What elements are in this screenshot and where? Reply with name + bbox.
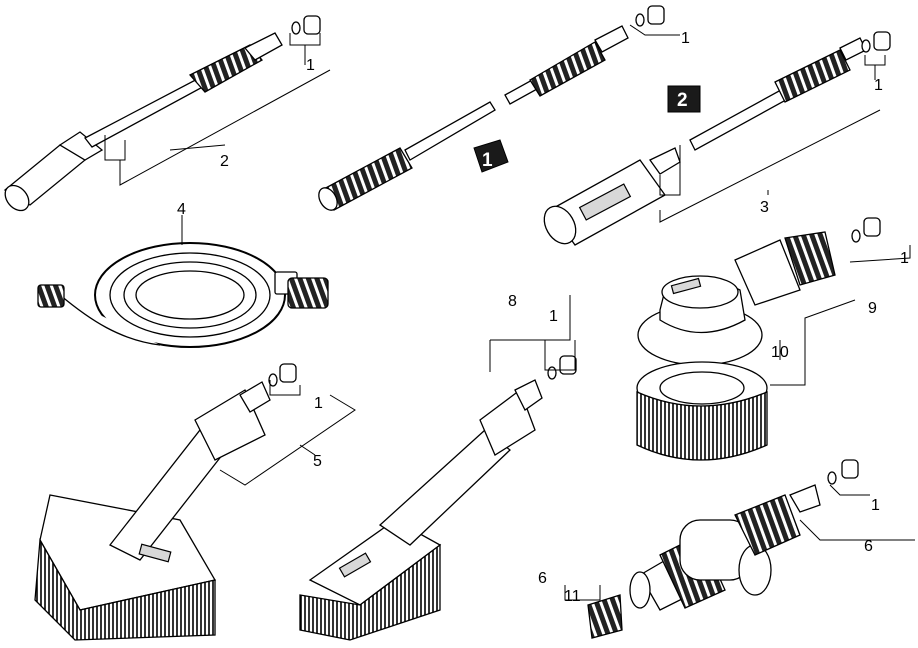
leader-lines — [104, 24, 915, 601]
label-11: 11 — [564, 588, 581, 605]
label-1c: 1 — [874, 77, 883, 94]
coupling-nut-part-1e — [547, 355, 577, 380]
label-9: 9 — [868, 300, 877, 317]
hose-coil — [37, 242, 329, 348]
label-2: 2 — [220, 153, 229, 170]
rotor-nozzle-lance — [3, 32, 283, 212]
step-badge-1-label: 1 — [482, 150, 493, 171]
foam-nozzle — [629, 484, 821, 611]
step-badge-2-label: 2 — [677, 90, 688, 111]
spray-lance-with-grip — [318, 25, 629, 211]
label-1e: 1 — [549, 308, 558, 325]
label-1a: 1 — [306, 57, 315, 74]
coupling-nut-part-1g — [827, 459, 859, 485]
label-6a: 6 — [538, 570, 547, 587]
spring-part-11 — [587, 594, 623, 639]
label-6b: 6 — [864, 538, 873, 555]
label-1d: 1 — [314, 395, 323, 412]
label-1g: 1 — [871, 497, 880, 514]
coupling-nut-part-1f — [851, 217, 881, 243]
step-badge-2: 2 — [667, 85, 701, 113]
step-badge-1: 1 — [473, 139, 509, 173]
rotating-brush — [636, 231, 836, 461]
coupling-nut-part-1b — [635, 5, 665, 27]
label-8: 8 — [508, 293, 517, 310]
wash-brush-flat — [34, 381, 271, 641]
label-10: 10 — [771, 344, 789, 361]
trigger-gun-lance — [543, 37, 867, 246]
coupling-nut-part-1d — [268, 363, 297, 387]
wash-brush-round — [299, 379, 543, 641]
label-5: 5 — [313, 453, 322, 470]
coupling-nut-part-1c — [861, 31, 891, 53]
coupling-nut-part-1a — [291, 15, 321, 35]
label-4: 4 — [177, 201, 186, 218]
part-labels: 1 2 1 1 3 4 1 5 8 1 1 9 10 1 6 6 11 — [177, 30, 909, 605]
label-1b: 1 — [681, 30, 690, 47]
label-3: 3 — [760, 199, 769, 216]
label-1f: 1 — [900, 250, 909, 267]
